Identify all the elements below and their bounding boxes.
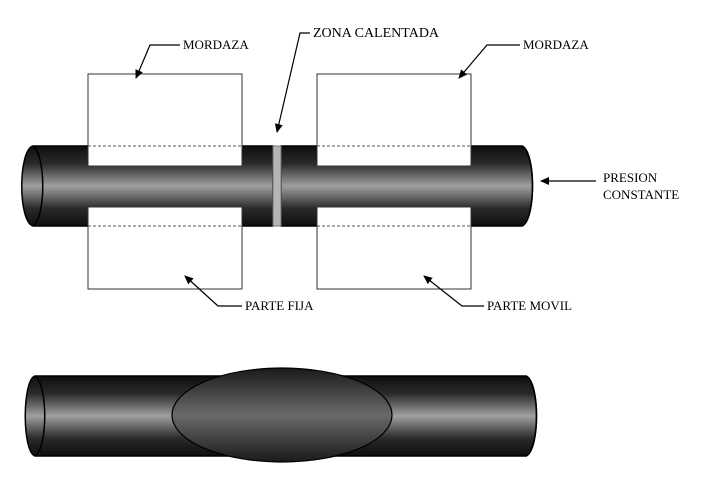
label-parte-movil: PARTE MOVIL [487, 298, 572, 313]
jaw-top-left [87, 73, 243, 167]
label-mordaza-left: MORDAZA [183, 37, 249, 52]
leader-mordaza-left [135, 44, 180, 79]
jaw-bottom-left [87, 206, 243, 290]
label-presion: PRESION [603, 170, 658, 185]
leader-mordaza-right [458, 44, 520, 79]
label-mordaza-right: MORDAZA [523, 37, 589, 52]
leader-parte-movil [423, 275, 484, 307]
heated-zone-plate [272, 145, 282, 227]
label-constante: CONSTANTE [603, 187, 679, 202]
jaw-top-right [316, 73, 472, 167]
label-parte-fija: PARTE FIJA [245, 298, 314, 313]
label-zona-calentada: ZONA CALENTADA [313, 26, 440, 41]
weld-bead [171, 367, 393, 463]
leader-zona-calentada [274, 32, 310, 133]
jaw-bottom-right [316, 206, 472, 290]
leader-parte-fija [184, 275, 242, 307]
